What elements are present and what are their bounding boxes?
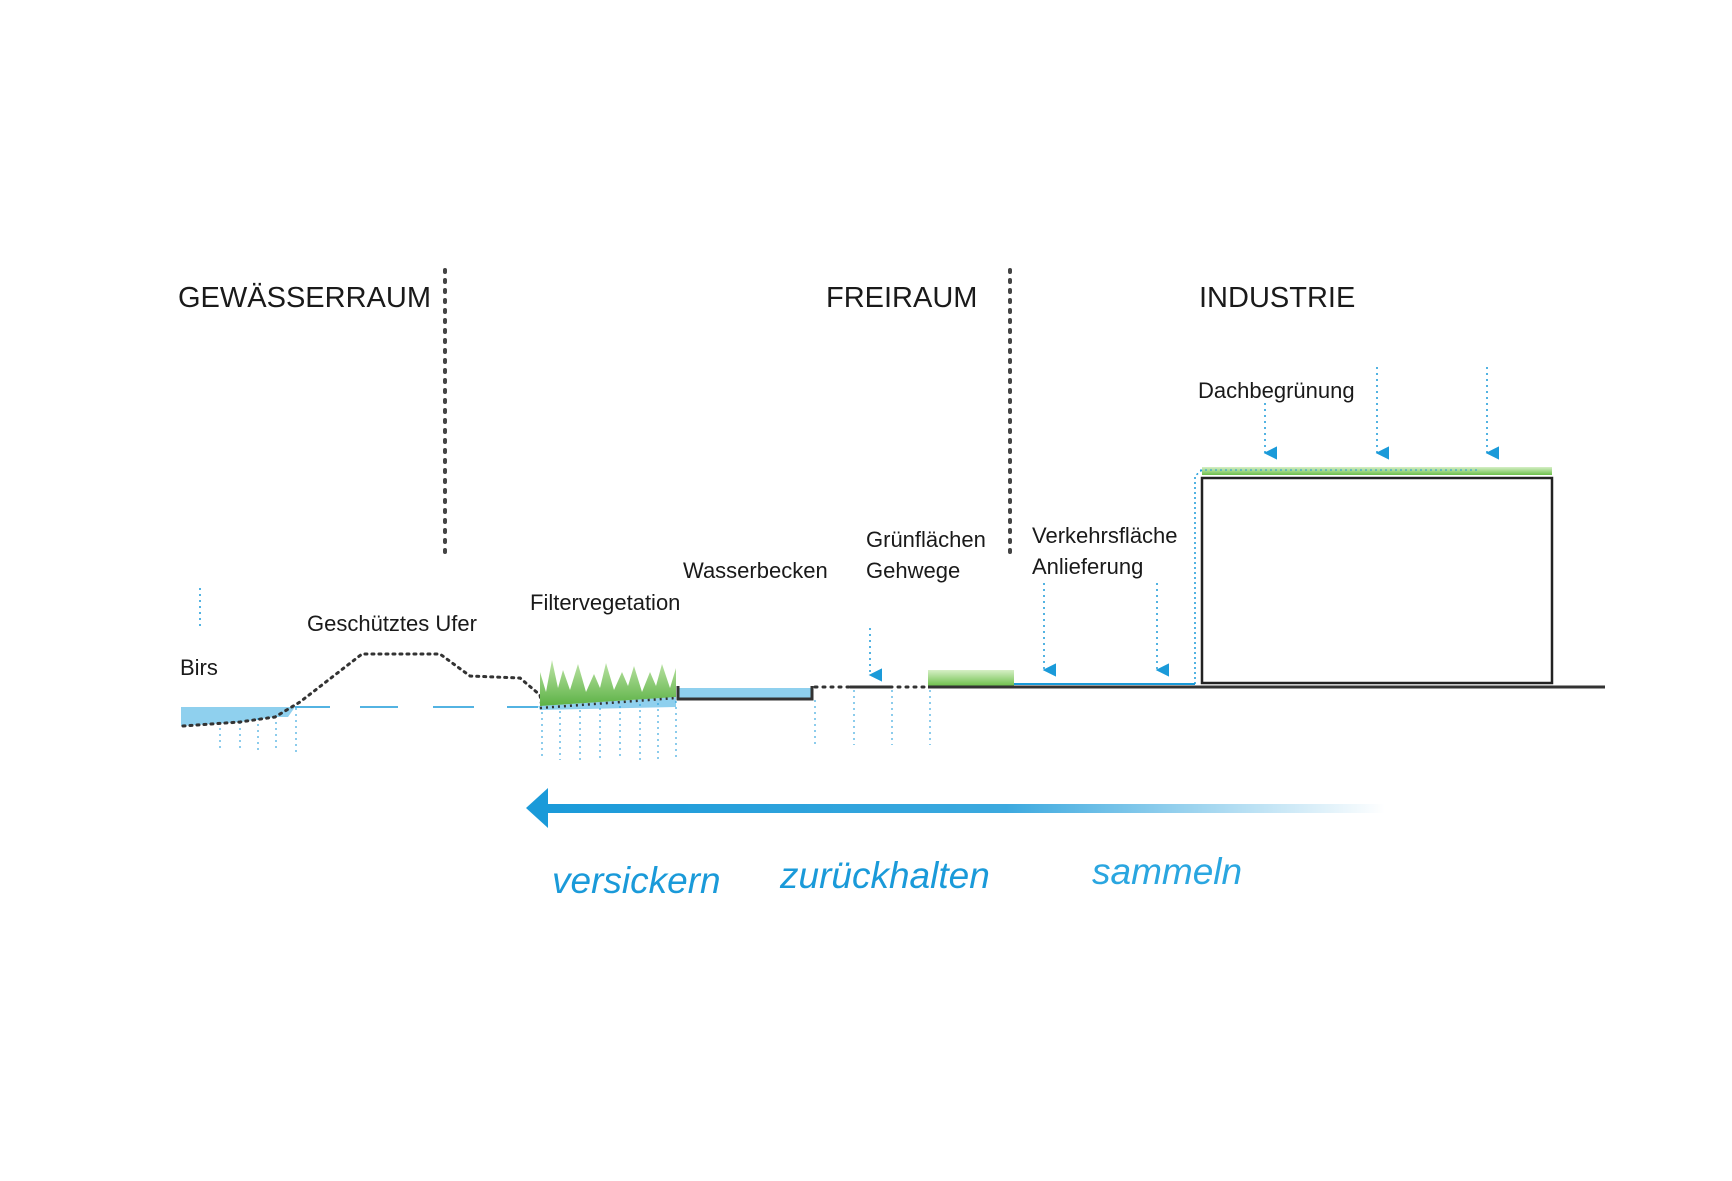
zone-title-freiraum: FREIRAUM [826, 282, 977, 314]
process-versickern: versickern [552, 860, 721, 901]
industrial-building [1194, 467, 1554, 685]
process-sammeln: sammeln [1092, 851, 1242, 892]
label-filtervegetation: Filtervegetation [530, 590, 680, 615]
green-roof [1202, 467, 1552, 475]
zone-title-gewaesserraum: GEWÄSSERRAUM [178, 282, 431, 314]
label-dachbegruenung: Dachbegrünung [1198, 378, 1355, 403]
embankment-profile [181, 652, 544, 728]
walkway [813, 628, 931, 745]
green-area [928, 670, 1014, 686]
process-zurueckhalten: zurückhalten [779, 855, 990, 896]
zone-title-industrie: INDUSTRIE [1199, 282, 1355, 314]
label-birs: Birs [180, 655, 218, 680]
building-body [1200, 476, 1554, 685]
birs-water [181, 588, 297, 752]
label-gruenflaechen: Grünflächen [866, 527, 986, 552]
label-verkehrsflaeche: Verkehrsfläche [1032, 523, 1178, 548]
flow-arrow-icon [526, 788, 1385, 828]
label-anlieferung: Anlieferung [1032, 554, 1143, 579]
filter-vegetation [538, 660, 677, 760]
label-geschuetztes-ufer: Geschütztes Ufer [307, 611, 477, 636]
label-wasserbecken: Wasserbecken [683, 558, 828, 583]
label-gehwege: Gehwege [866, 558, 960, 583]
water-basin [676, 686, 816, 745]
